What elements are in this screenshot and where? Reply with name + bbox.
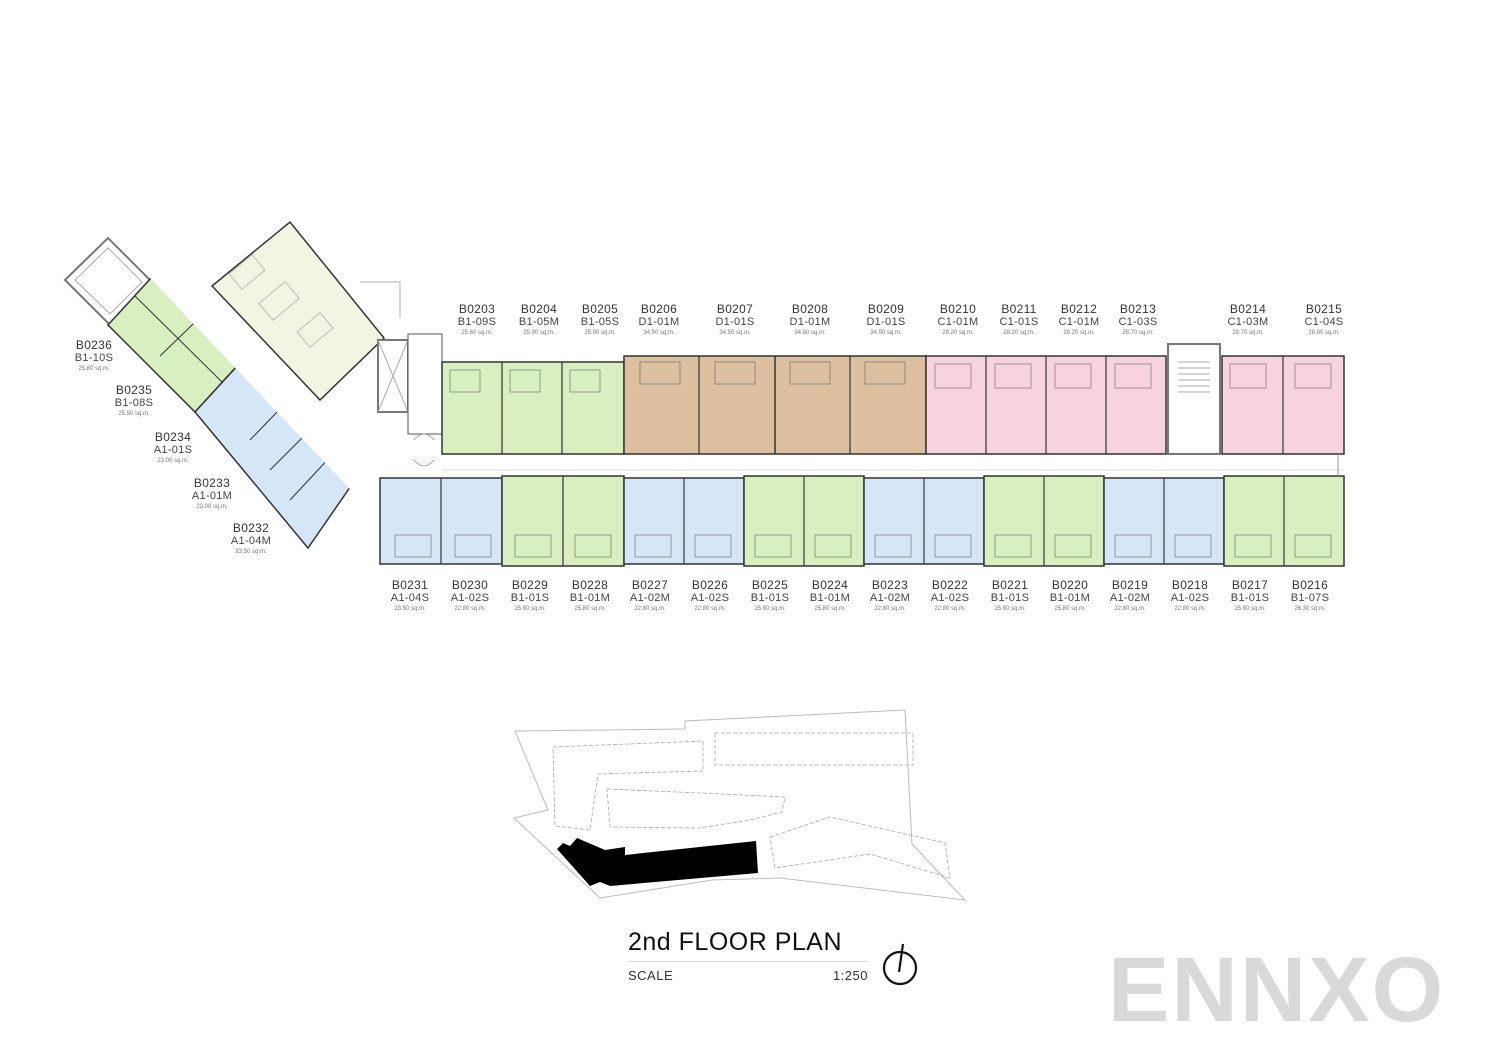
amenity-area [210, 220, 386, 402]
watermark-logo: ENNXO [1108, 939, 1446, 1041]
top-row-units [441, 343, 1345, 455]
scale-label: SCALE [628, 968, 674, 983]
title-divider [628, 961, 868, 962]
title-block: 2nd FLOOR PLAN SCALE 1:250 [628, 928, 868, 983]
scale-row: SCALE 1:250 [628, 968, 868, 983]
page-title: 2nd FLOOR PLAN [628, 928, 843, 956]
bottom-row-units [379, 475, 1345, 567]
north-arrow-icon [882, 943, 918, 986]
scale-value: 1:250 [832, 968, 868, 983]
key-plan [512, 709, 967, 901]
